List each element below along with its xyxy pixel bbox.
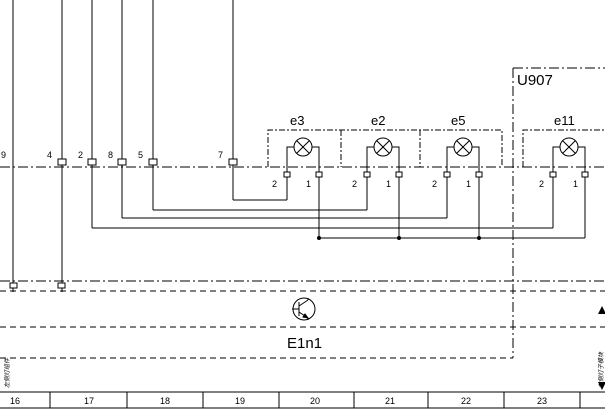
pin-label: 9 [1, 150, 6, 160]
pin-label: 2 [352, 179, 357, 189]
lamp-label: e11 [554, 113, 575, 128]
connector-pins [57, 158, 238, 166]
grid-label: 19 [235, 396, 245, 406]
grid-label: 20 [310, 396, 320, 406]
lower-bands [0, 280, 605, 359]
u907-module-frame [512, 67, 605, 358]
lamp-label: e2 [371, 113, 385, 128]
lamp-label: e3 [290, 113, 304, 128]
lamp-e5 [443, 137, 483, 238]
lamp-e2 [363, 137, 403, 238]
pin-label: 2 [272, 179, 277, 189]
grid-label: 23 [537, 396, 547, 406]
interconnect-wires [92, 199, 585, 239]
pin-label: 1 [386, 179, 391, 189]
pin-label: 7 [218, 150, 223, 160]
arrow-up-icon [598, 306, 605, 314]
pin-label: 2 [78, 150, 83, 160]
transistor-e1n1 [292, 297, 316, 321]
side-note-right: 右侧灯子模块 [597, 351, 605, 388]
side-note-left: 左侧灯组件 [3, 357, 11, 388]
grid-scale [0, 391, 605, 409]
pin-label: 5 [138, 150, 143, 160]
pin-label: 1 [573, 179, 578, 189]
connector-pin-labels: 9 4 2 8 5 7 [1, 150, 223, 160]
grid-label: 21 [385, 396, 395, 406]
module-label: U907 [517, 72, 553, 89]
vertical-wires [12, 0, 234, 292]
lamp-e3 [283, 137, 323, 238]
component-label: E1n1 [287, 335, 322, 352]
grid-label: 18 [160, 396, 170, 406]
lower-pins [9, 282, 66, 289]
lamp-e11 [549, 137, 589, 238]
arrow-down-icon [598, 382, 605, 390]
grid-label: 17 [84, 396, 94, 406]
wire-junctions [317, 236, 481, 240]
grid-column-labels: 16 17 18 19 20 21 22 23 [10, 396, 547, 406]
grid-label: 22 [461, 396, 471, 406]
pin-label: 2 [432, 179, 437, 189]
grid-label: 16 [10, 396, 20, 406]
lamp-boxes [267, 129, 605, 167]
pin-label: 4 [47, 150, 52, 160]
pin-label: 8 [108, 150, 113, 160]
pin-label: 2 [539, 179, 544, 189]
pin-label: 1 [466, 179, 471, 189]
lamp-label: e5 [451, 113, 465, 128]
pin-label: 1 [306, 179, 311, 189]
